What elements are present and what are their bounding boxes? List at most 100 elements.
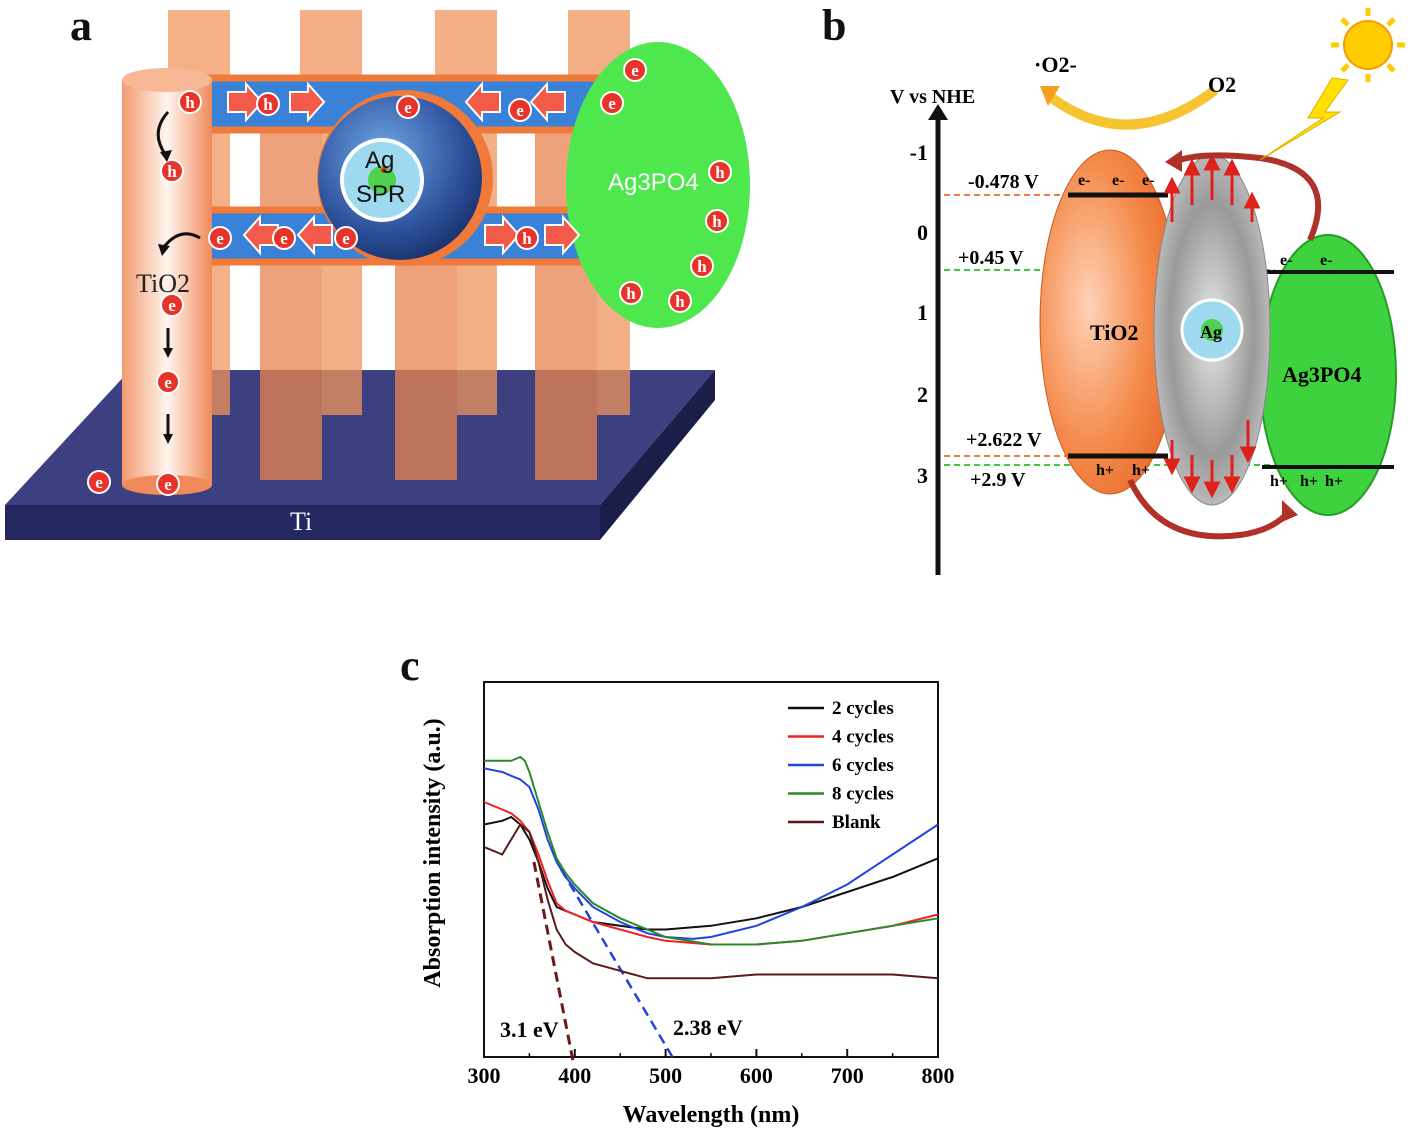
svg-text:e: e <box>516 101 524 120</box>
legend-label: 4 cycles <box>832 727 894 748</box>
panel-c: c 300 400 500 600 700 800 2 cycles 4 cycles 6 cy… <box>400 640 1000 1134</box>
svg-text:e: e <box>608 94 616 113</box>
ag-particle: Ag <box>1153 154 1271 506</box>
ag3po4-label: Ag3PO4 <box>608 169 699 196</box>
electron-marker: e <box>508 98 532 122</box>
panel-a: a <box>0 0 760 560</box>
ag-label: Ag <box>1200 322 1222 342</box>
tangent-line-6-cycles <box>560 868 676 1062</box>
tick-label: 1 <box>917 300 928 325</box>
plasmon-arrows <box>1163 153 1261 499</box>
svg-text:e: e <box>168 296 176 315</box>
bandgap-annotation: 2.38 eV <box>673 1015 743 1040</box>
tick-label: 2 <box>917 382 928 407</box>
svg-text:h: h <box>522 229 532 248</box>
series-line-blank <box>483 822 939 980</box>
x-tick-label: 800 <box>922 1063 955 1088</box>
x-tick-label: 600 <box>740 1063 773 1088</box>
tick-label: 3 <box>917 463 928 488</box>
tangent-line-blank <box>532 861 575 1062</box>
tio2-label: TiO2 <box>1090 320 1139 345</box>
svg-text:e: e <box>280 229 288 248</box>
hole-marker: h <box>160 159 184 183</box>
electron-marker: e <box>623 58 647 82</box>
svg-text:h: h <box>712 212 722 231</box>
series-line-6-cycles <box>483 767 939 940</box>
electron-label: e- <box>1078 172 1090 189</box>
hole-marker: h <box>515 226 539 250</box>
svg-text:h: h <box>167 162 177 181</box>
hole-marker: h <box>668 289 692 313</box>
tio2-band: TiO2 e- e- e- h+ h+ <box>1039 149 1181 495</box>
hole-marker: h <box>178 90 202 114</box>
potential-axis: V vs NHE -1 0 1 2 3 <box>890 86 975 575</box>
svg-text:h: h <box>675 292 685 311</box>
x-tick-label: 400 <box>558 1063 591 1088</box>
panel-c-label: c <box>400 641 420 690</box>
legend-label: Blank <box>832 812 881 833</box>
svg-text:h: h <box>697 257 707 276</box>
svg-text:e: e <box>404 98 412 117</box>
svg-text:e: e <box>216 229 224 248</box>
hole-marker: h <box>705 209 729 233</box>
hole-marker: h <box>619 281 643 305</box>
hole-marker: h <box>690 254 714 278</box>
tick-label: -1 <box>910 140 928 165</box>
hole-label: h+ <box>1096 462 1114 479</box>
lightning-icon <box>1259 77 1349 161</box>
band-arrows <box>227 81 581 256</box>
charge-markers: e e e e h h h e e e h h h h h h e e e e <box>87 58 732 496</box>
series-line-8-cycles <box>484 755 939 946</box>
electron-marker: e <box>396 95 420 119</box>
electron-label: e- <box>1280 252 1292 269</box>
x-tick-label: 700 <box>831 1063 864 1088</box>
oxygen-label: O2 <box>1208 72 1236 97</box>
electron-marker: e <box>156 370 180 394</box>
level-label: -0.478 V <box>968 171 1039 193</box>
ag3po4-particle: Ag3PO4 <box>566 42 750 328</box>
charge-transfer-arrows <box>1127 152 1322 540</box>
sun-icon <box>1331 8 1405 82</box>
electron-label: e- <box>1320 252 1332 269</box>
electron-marker: e <box>272 226 296 250</box>
hole-label: h+ <box>1325 473 1343 490</box>
svg-text:h: h <box>185 93 195 112</box>
panel-a-label: a <box>70 1 92 50</box>
hole-marker: h <box>708 160 732 184</box>
hole-label: h+ <box>1132 462 1150 479</box>
electron-marker: e <box>208 226 232 250</box>
x-tick-label: 500 <box>649 1063 682 1088</box>
svg-text:h: h <box>715 163 725 182</box>
spr-label: SPR <box>356 181 405 208</box>
svg-text:h: h <box>626 284 636 303</box>
hole-marker: h <box>256 92 280 116</box>
oxygen-reduction: ·O2- O2 <box>1034 52 1236 130</box>
electron-marker: e <box>87 470 111 494</box>
ag-label: Ag <box>365 147 394 174</box>
electron-marker: e <box>156 472 180 496</box>
panel-b-label: b <box>822 1 847 50</box>
svg-text:e: e <box>95 473 103 492</box>
electron-marker: e <box>600 91 624 115</box>
panel-b-diagram: V vs NHE -1 0 1 2 3 -0.478 V +0.45 V +2.… <box>890 8 1405 575</box>
hole-label: h+ <box>1270 473 1288 490</box>
axis-title: V vs NHE <box>890 86 975 108</box>
svg-text:e: e <box>164 475 172 494</box>
tio2-label: TiO2 <box>136 269 190 298</box>
level-label: +2.9 V <box>970 469 1026 491</box>
tick-label: 0 <box>917 220 928 245</box>
x-tick-label: 300 <box>468 1063 501 1088</box>
ag3po4-label: Ag3PO4 <box>1282 362 1361 387</box>
legend-label: 6 cycles <box>832 755 894 776</box>
transfer-arrows <box>156 110 201 436</box>
superoxide-label: ·O2- <box>1034 52 1077 77</box>
electron-marker: e <box>334 226 358 250</box>
electron-label: e- <box>1112 172 1124 189</box>
electron-marker: e <box>160 293 184 317</box>
y-axis-label: Absorption intensity (a.u.) <box>420 718 446 987</box>
legend-label: 8 cycles <box>832 784 894 805</box>
legend-label: 2 cycles <box>832 698 894 719</box>
svg-text:e: e <box>164 373 172 392</box>
electron-label: e- <box>1142 172 1154 189</box>
bandgap-annotation: 3.1 eV <box>500 1017 559 1042</box>
